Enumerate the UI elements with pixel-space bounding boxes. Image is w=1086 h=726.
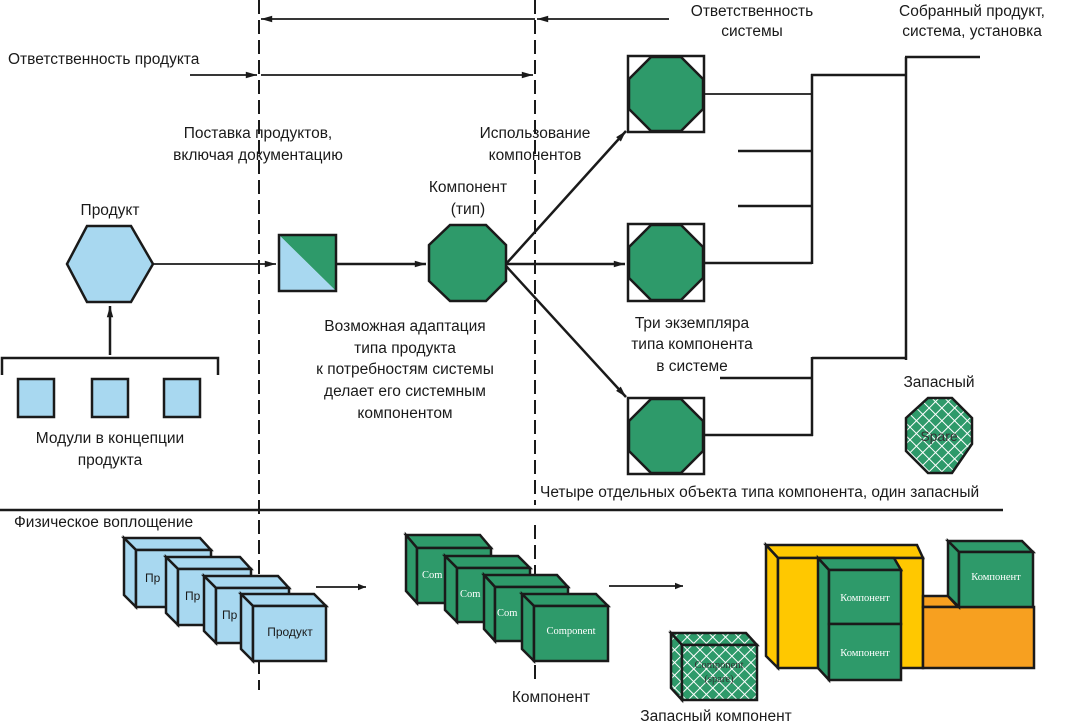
assembled-component-label: Компонент [840, 648, 890, 659]
assembled-component-label: Компонент [840, 593, 890, 604]
assembly: Компонент Компонент Компонент [763, 537, 1037, 684]
spare-component-box: Component (spare) [668, 629, 760, 704]
adaptation-label-line4: делает его системным [324, 383, 486, 400]
adaptation-label-line5: компонентом [357, 405, 452, 422]
component-box: Component [518, 590, 612, 665]
usage-label-line2: компонентов [489, 147, 582, 164]
product-box: Продукт [237, 590, 330, 665]
product-responsibility-label: Ответственность продукта [8, 51, 200, 68]
module-box [90, 377, 130, 419]
adaptation-label-line3: к потребностям системы [316, 361, 494, 378]
svg-text:Пр: Пр [185, 589, 201, 603]
delivery-label-line2: включая документацию [173, 147, 343, 164]
modules-bracket [0, 356, 220, 375]
svg-text:Com: Com [422, 570, 442, 581]
spare-label: Запасный [903, 374, 974, 391]
svg-text:Component: Component [695, 660, 744, 671]
svg-text:Пр: Пр [145, 571, 161, 585]
spare-inner-label: Spare [920, 428, 958, 444]
svg-text:Продукт: Продукт [267, 625, 313, 639]
component-boxes: Com Com Com Component [403, 531, 612, 665]
product-label: Продукт [81, 202, 140, 219]
physical-implementation-label: Физическое воплощение [14, 514, 193, 531]
usage-arrow-instance-3 [505, 265, 627, 398]
adaptation-label-line2: типа продукта [354, 340, 456, 357]
delivery-label-line1: Поставка продуктов, [184, 125, 332, 142]
component-instance-3 [626, 396, 706, 476]
assembled-product-label-line2: система, установка [902, 23, 1042, 40]
three-instances-label-line2: типа компонента [631, 336, 753, 353]
three-instances-label-line3: в системе [656, 358, 728, 375]
system-responsibility-label-line2: системы [721, 23, 783, 40]
component-caption: Компонент [512, 689, 590, 706]
assembled-product-label-line1: Собранный продукт, [899, 3, 1045, 20]
adaptation-square [277, 233, 338, 293]
module-box [162, 377, 202, 419]
svg-text:Component: Component [547, 626, 596, 637]
product-hexagon [65, 224, 155, 304]
spare-component-caption: Запасный компонент [640, 708, 792, 725]
adaptation-label-line1: Возможная адаптация [324, 318, 485, 335]
assembled-component-label: Компонент [971, 572, 1021, 583]
component-type-label-line2: (тип) [451, 201, 485, 218]
svg-text:(spare): (spare) [704, 674, 734, 685]
system-bus [704, 55, 980, 437]
spare-octagon: Spare [904, 396, 974, 475]
modules-label-line2: продукта [78, 452, 143, 469]
svg-text:Com: Com [497, 608, 517, 619]
component-instance-1 [626, 54, 706, 134]
svg-text:Пр: Пр [222, 608, 238, 622]
four-objects-label: Четыре отдельных объекта типа компонента… [540, 484, 979, 501]
component-instance-2 [626, 222, 706, 303]
component-type-label-line1: Компонент [429, 179, 507, 196]
usage-label-line1: Использование [480, 125, 591, 142]
module-box [16, 377, 56, 419]
component-type-octagon [427, 223, 508, 303]
modules-label-line1: Модули в концепции [36, 430, 184, 447]
svg-text:Com: Com [460, 589, 480, 600]
usage-arrow-instance-1 [505, 130, 627, 265]
three-instances-label-line1: Три экземпляра [635, 315, 750, 332]
product-boxes: Пр Пр Пр Продукт [120, 534, 330, 665]
system-responsibility-label-line1: Ответственность [691, 3, 813, 20]
